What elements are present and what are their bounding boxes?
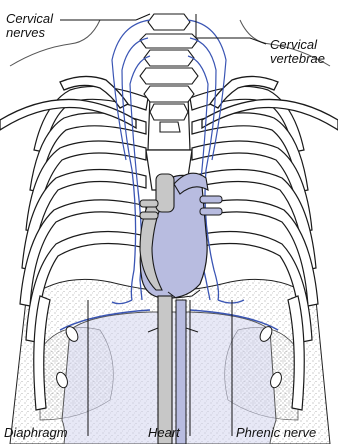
cervical-nerves-label-line1: Cervical: [6, 12, 53, 26]
phrenic-nerve-label: Phrenic nerve: [236, 426, 316, 440]
cervical-vertebrae-label-line1: Cervical: [270, 38, 325, 52]
cervical-vertebrae: [140, 14, 198, 132]
cervical-nerves-label-line2: nerves: [6, 26, 53, 40]
cervical-vertebrae-label-line2: vertebrae: [270, 52, 325, 66]
heart-label: Heart: [148, 426, 180, 440]
cervical-vertebrae-label: Cervical vertebrae: [270, 38, 325, 66]
cervical-nerves-label: Cervical nerves: [6, 12, 53, 40]
diaphragm-label: Diaphragm: [4, 426, 68, 440]
